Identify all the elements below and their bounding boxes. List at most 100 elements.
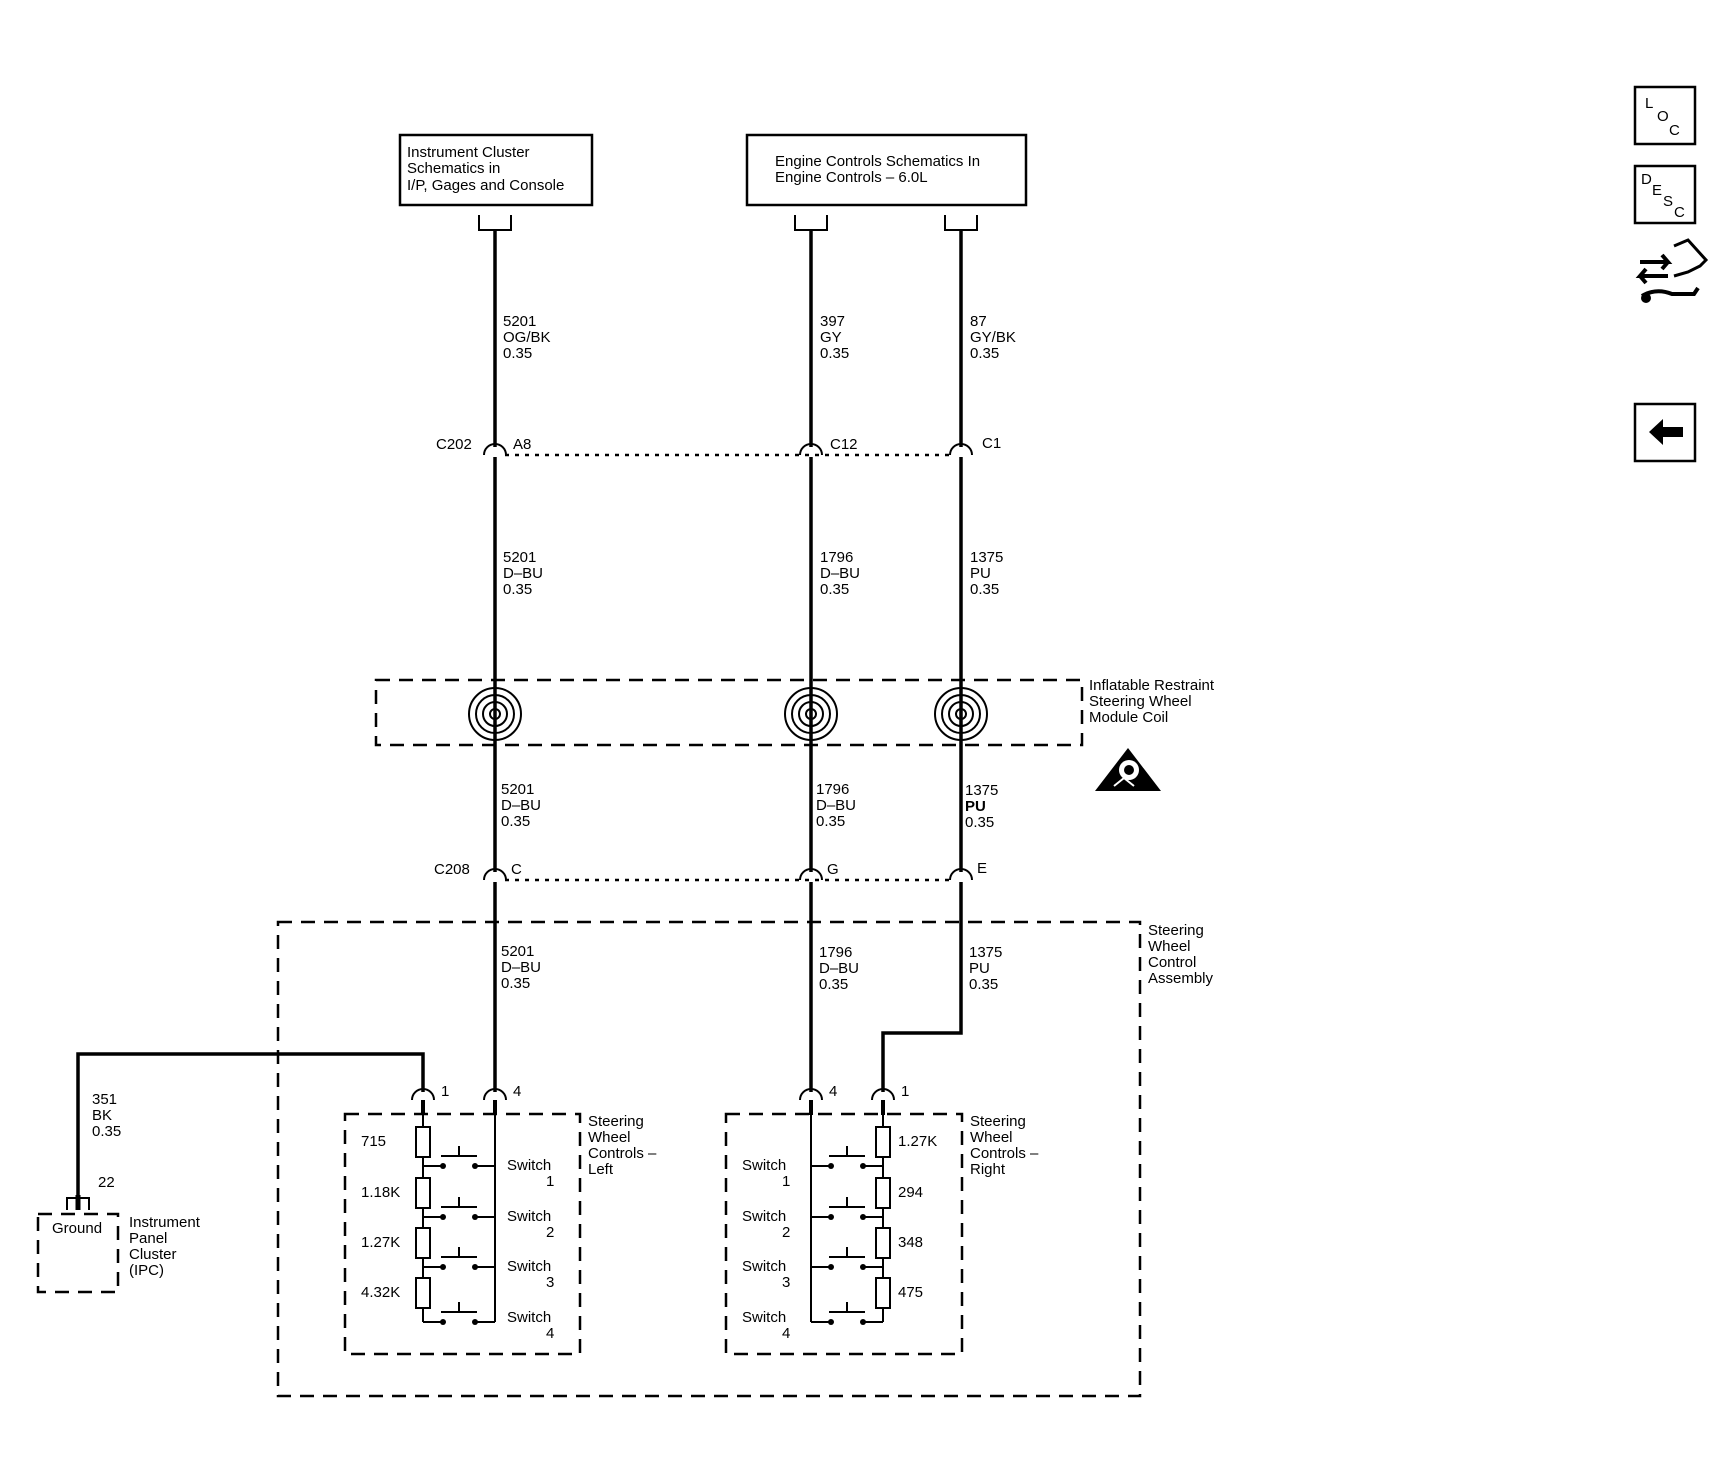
svg-text:0.35: 0.35: [970, 581, 999, 598]
right-switch-4: [811, 1302, 883, 1325]
desc-letter-s: S: [1663, 193, 1673, 210]
left-switch-2-label: Switch: [507, 1208, 551, 1225]
connector-c202[interactable]: C202 A8 C12 C1: [436, 435, 1001, 457]
right-controls-label-line-3: Controls –: [970, 1145, 1039, 1162]
loc-letter-l: L: [1645, 95, 1653, 112]
svg-text:GY: GY: [820, 329, 842, 346]
wire-circuit-351: 351 BK 0.35: [76, 1052, 425, 1195]
right-resistor-1: 1.27K: [898, 1133, 937, 1150]
svg-text:397: 397: [820, 313, 845, 330]
clockspring-coil[interactable]: Inflatable Restraint Steering Wheel Modu…: [374, 677, 1215, 747]
instrument-panel-cluster[interactable]: 22 Ground Instrument Panel Cluster (IPC): [36, 1174, 201, 1294]
right-controls-pin-1: 1: [901, 1083, 909, 1100]
instrument-cluster-schematic-ref[interactable]: Instrument Cluster Schematics in I/P, Ga…: [398, 133, 594, 207]
left-resistor-2: 1.18K: [361, 1184, 400, 1201]
svg-text:D–BU: D–BU: [819, 960, 859, 977]
wire-label-inside-right: 1375 PU 0.35: [969, 944, 1002, 993]
svg-text:0.35: 0.35: [503, 345, 532, 362]
instrument-cluster-line-1: Instrument Cluster: [407, 144, 530, 161]
coil-label-line-3: Module Coil: [1089, 709, 1168, 726]
svg-text:PU: PU: [969, 960, 990, 977]
left-switch-4-number: 4: [546, 1325, 554, 1342]
right-switch-1-number: 1: [782, 1173, 790, 1190]
back-button[interactable]: [1633, 402, 1697, 463]
left-switch-4: [423, 1302, 495, 1325]
svg-text:OG/BK: OG/BK: [503, 329, 551, 346]
svg-text:1375: 1375: [970, 549, 1003, 566]
svg-text:0.35: 0.35: [820, 581, 849, 598]
svg-text:0.35: 0.35: [965, 814, 994, 831]
left-switch-2-number: 2: [546, 1224, 554, 1241]
desc-letter-c: C: [1674, 204, 1685, 221]
right-switch-3-label: Switch: [742, 1258, 786, 1275]
svg-text:0.35: 0.35: [970, 345, 999, 362]
wire-label-coil-left: 5201 D–BU 0.35: [501, 781, 541, 830]
steering-wheel-controls-left[interactable]: 1 4: [343, 1083, 657, 1356]
connector-c202-pin-c1: C1: [982, 435, 1001, 452]
right-switch-2: [811, 1197, 883, 1220]
right-resistor-2: 294: [898, 1184, 923, 1201]
svg-text:1796: 1796: [816, 781, 849, 798]
connector-end-view-icon[interactable]: [1635, 238, 1709, 303]
left-switch-3-number: 3: [546, 1274, 554, 1291]
left-switch-3: [423, 1247, 495, 1270]
svg-text:1796: 1796: [820, 549, 853, 566]
right-switch-4-number: 4: [782, 1325, 790, 1342]
engine-controls-schematic-ref[interactable]: Engine Controls Schematics In Engine Con…: [745, 133, 1028, 207]
svg-text:PU: PU: [965, 798, 986, 815]
steering-wheel-control-assembly[interactable]: Steering Wheel Control Assembly: [276, 920, 1214, 1398]
left-switch-1: [423, 1146, 495, 1169]
left-resistor-1: 715: [361, 1133, 386, 1150]
left-resistor-3: 1.27K: [361, 1234, 400, 1251]
wire-label-mid-left: 5201 D–BU 0.35: [503, 549, 543, 598]
coil-spiral-left: [468, 687, 522, 741]
source-terminals: [478, 215, 978, 231]
wire-label-inside-left: 5201 D–BU 0.35: [501, 943, 541, 992]
loc-button[interactable]: L O C: [1633, 85, 1697, 146]
svg-text:1796: 1796: [819, 944, 852, 961]
left-resistor-4: 4.32K: [361, 1284, 400, 1301]
svg-text:0.35: 0.35: [503, 581, 532, 598]
steering-wheel-controls-right[interactable]: 4 1: [724, 1083, 1039, 1356]
left-controls-label-line-1: Steering: [588, 1113, 644, 1130]
ipc-label-line-3: Cluster: [129, 1246, 177, 1263]
connector-c202-name: C202: [436, 436, 472, 453]
left-controls-label-line-4: Left: [588, 1161, 614, 1178]
right-resistor-3: 348: [898, 1234, 923, 1251]
wire-label-mid-mid: 1796 D–BU 0.35: [820, 549, 860, 598]
back-arrow-icon: [1649, 419, 1683, 445]
coil-label-line-2: Steering Wheel: [1089, 693, 1192, 710]
left-controls-label-line-3: Controls –: [588, 1145, 657, 1162]
desc-button[interactable]: D E S C: [1633, 164, 1697, 225]
connector-c208-pin-e: E: [977, 860, 987, 877]
svg-text:0.35: 0.35: [819, 976, 848, 993]
wire-label-inside-mid: 1796 D–BU 0.35: [819, 944, 859, 993]
assembly-label-line-2: Wheel: [1148, 938, 1191, 955]
left-switch-1-number: 1: [546, 1173, 554, 1190]
engine-controls-line-2: Engine Controls – 6.0L: [775, 169, 928, 186]
connector-c208[interactable]: C208 C G E: [434, 860, 987, 882]
left-controls-pin-1: 1: [441, 1083, 449, 1100]
svg-text:5201: 5201: [503, 313, 536, 330]
connector-c208-pin-c: C: [511, 861, 522, 878]
right-controls-label-line-1: Steering: [970, 1113, 1026, 1130]
svg-text:PU: PU: [970, 565, 991, 582]
left-controls-pin-4: 4: [513, 1083, 521, 1100]
svg-text:0.35: 0.35: [501, 975, 530, 992]
assembly-label-line-3: Control: [1148, 954, 1196, 971]
svg-text:BK: BK: [92, 1107, 112, 1124]
svg-text:D–BU: D–BU: [501, 959, 541, 976]
wire-label-coil-mid: 1796 D–BU 0.35: [816, 781, 856, 830]
svg-text:D–BU: D–BU: [820, 565, 860, 582]
right-controls-pin-4: 4: [829, 1083, 837, 1100]
instrument-cluster-line-3: I/P, Gages and Console: [407, 177, 564, 194]
svg-text:87: 87: [970, 313, 987, 330]
left-switch-3-label: Switch: [507, 1258, 551, 1275]
svg-text:0.35: 0.35: [820, 345, 849, 362]
coil-spiral-mid: [784, 687, 838, 741]
loc-letter-c: C: [1669, 122, 1680, 139]
right-switch-2-number: 2: [782, 1224, 790, 1241]
svg-text:GY/BK: GY/BK: [970, 329, 1016, 346]
wire-label-top-mid: 397 GY 0.35: [820, 313, 849, 362]
